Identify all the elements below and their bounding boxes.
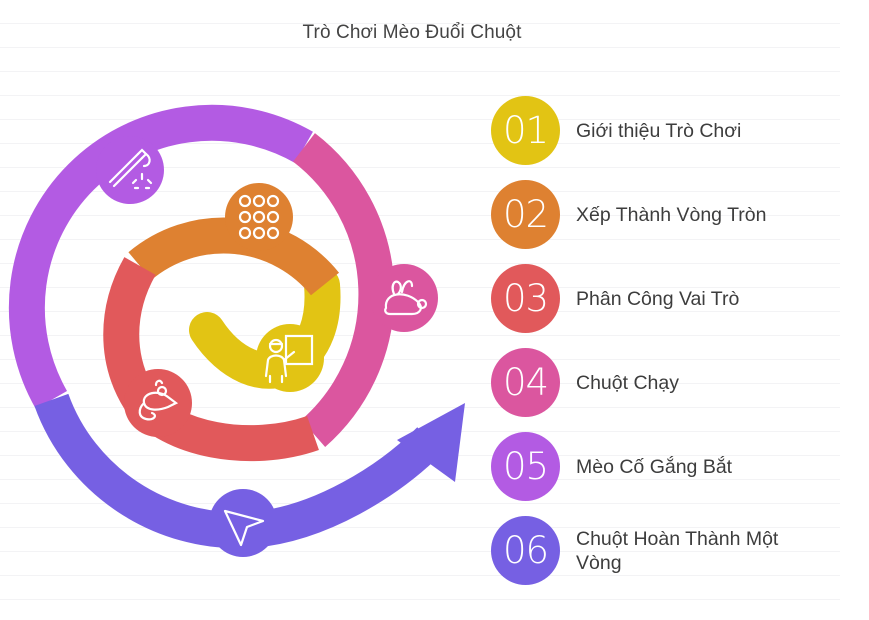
step-02-label: Xếp Thành Vòng Tròn [576,203,767,226]
step-04-badge: 04 [491,348,560,417]
step-05: 05 Mèo Cố Gắng Bắt [491,432,732,501]
step-04: 04 Chuột Chạy [491,348,679,417]
segment-05-arc [8,104,313,409]
wand-icon [96,136,164,204]
segment-02-arc [128,217,340,296]
step-06-label: Chuột Hoàn Thành Một Vòng [576,527,779,574]
step-02-badge: 02 [491,180,560,249]
diagram-title: Trò Chơi Mèo Đuổi Chuột [302,22,522,43]
cursor-arrow-icon [209,489,277,557]
step-05-label: Mèo Cố Gắng Bắt [576,455,733,478]
step-06-badge: 06 [491,516,560,585]
step-05-badge: 05 [491,432,560,501]
step-03: 03 Phân Công Vai Trò [491,264,739,333]
step-03-label: Phân Công Vai Trò [576,287,740,310]
step-04-label: Chuột Chạy [576,371,679,394]
step-01-badge: 01 [491,96,560,165]
step-06: 06 Chuột Hoàn Thành Một Vòng [491,516,806,585]
step-03-badge: 03 [491,264,560,333]
dots-grid-icon [225,183,293,251]
mouse-icon [124,369,192,437]
rabbit-icon [370,264,438,332]
step-02: 02 Xếp Thành Vòng Tròn [491,180,766,249]
step-01-label: Giới thiệu Trò Chơi [576,119,742,142]
arrow-head [397,403,465,482]
teacher-board-icon [256,324,324,392]
step-01: 01 Giới thiệu Trò Chơi [491,96,741,165]
